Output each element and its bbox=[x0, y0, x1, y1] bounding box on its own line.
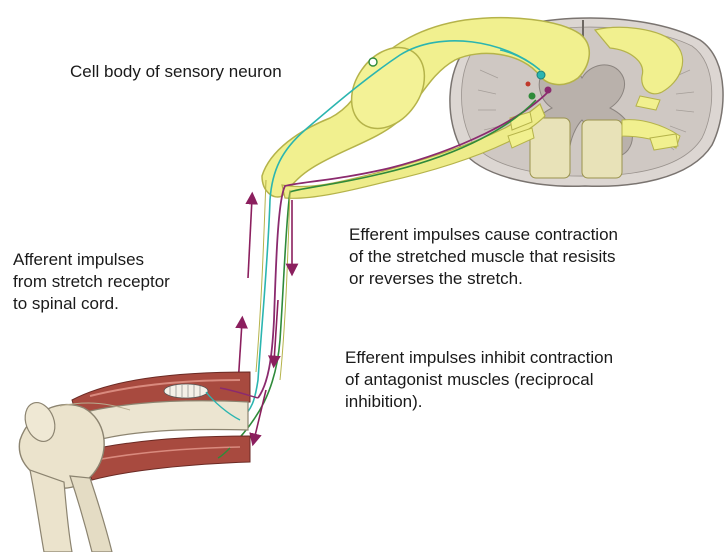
afferent-line-1: Afferent impulses bbox=[13, 249, 170, 271]
muscle-spindle bbox=[164, 384, 208, 398]
efferent-inhibition-line-1: Efferent impulses inhibit contraction bbox=[345, 347, 613, 369]
efferent-contraction-label: Efferent impulses cause contraction of t… bbox=[349, 224, 618, 290]
efferent-contraction-line-2: of the stretched muscle that resisits bbox=[349, 246, 618, 268]
sensory-cell-body-marker bbox=[369, 58, 377, 66]
efferent-contraction-line-1: Efferent impulses cause contraction bbox=[349, 224, 618, 246]
afferent-line-3: to spinal cord. bbox=[13, 293, 170, 315]
afferent-arrow-upper bbox=[248, 198, 252, 278]
efferent-inhibition-line-2: of antagonist muscles (reciprocal bbox=[345, 369, 613, 391]
afferent-impulses-label: Afferent impulses from stretch receptor … bbox=[13, 249, 170, 315]
leg-anatomy bbox=[19, 372, 250, 552]
efferent-contraction-line-3: or reverses the stretch. bbox=[349, 268, 618, 290]
efferent-inhibition-line-3: inhibition). bbox=[345, 391, 613, 413]
cell-body-label: Cell body of sensory neuron bbox=[70, 61, 282, 83]
afferent-line-2: from stretch receptor bbox=[13, 271, 170, 293]
efferent-inhibition-label: Efferent impulses inhibit contraction of… bbox=[345, 347, 613, 413]
cell-body-label-text: Cell body of sensory neuron bbox=[70, 61, 282, 83]
